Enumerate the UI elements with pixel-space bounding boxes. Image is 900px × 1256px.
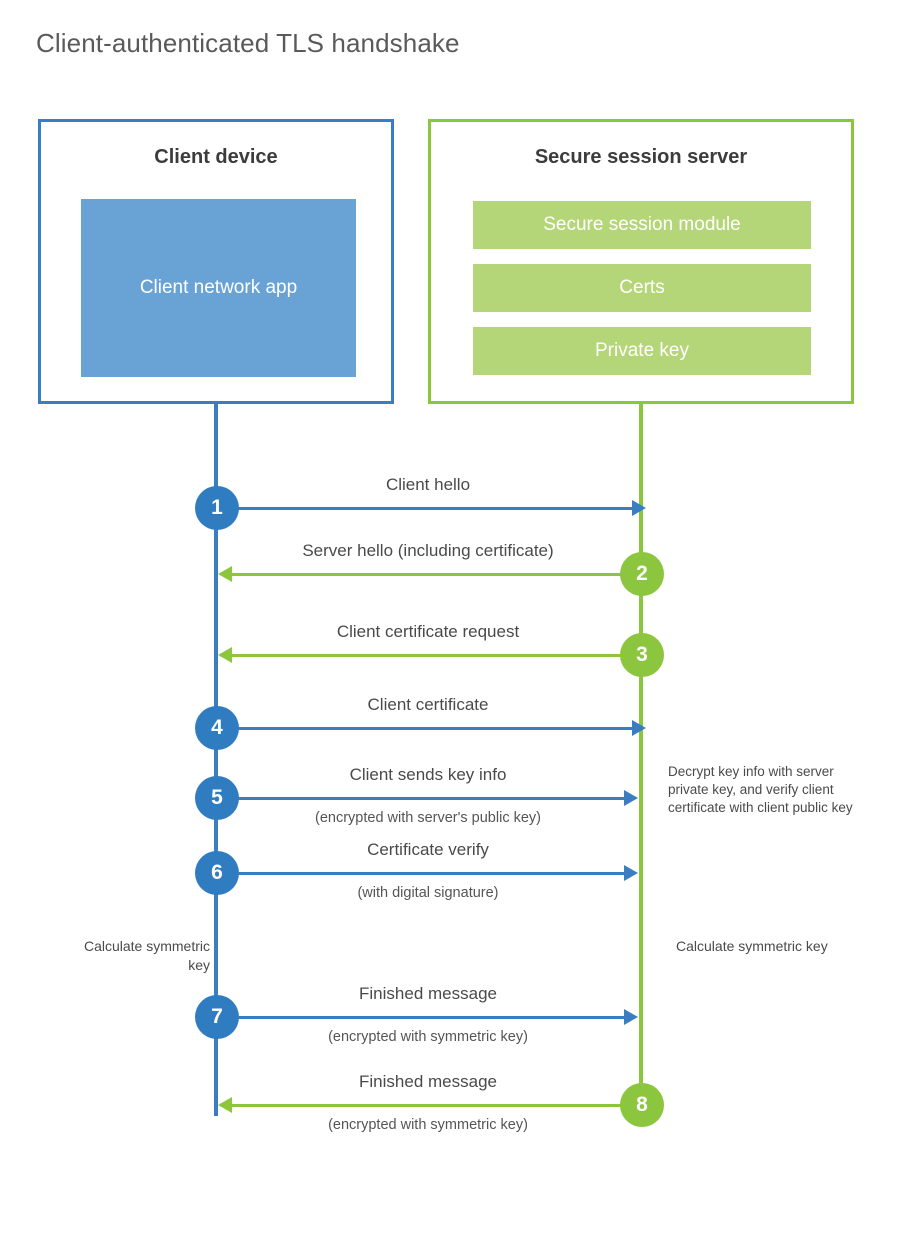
message-label-4: Client certificate xyxy=(367,695,489,714)
message-line-3 xyxy=(222,654,640,657)
message-label-5: Client sends key info xyxy=(349,765,507,784)
message-line-7 xyxy=(217,1016,627,1019)
arrow-head-right-icon xyxy=(632,720,646,736)
arrow-head-left-icon xyxy=(218,566,232,582)
message-line-5 xyxy=(217,797,627,800)
arrow-head-right-icon xyxy=(624,1009,638,1025)
message-label-8: Finished message xyxy=(359,1072,497,1091)
client-calculate-symmetric-key-annotation: Calculate symmetric key xyxy=(83,938,210,973)
step-circle-4[interactable]: 4 xyxy=(195,706,239,750)
client-network-app-block: Client network app xyxy=(81,199,356,377)
step-circle-7[interactable]: 7 xyxy=(195,995,239,1039)
certs-block: Certs xyxy=(473,264,811,312)
secure-session-server-box: Secure session server Secure session mod… xyxy=(428,119,854,404)
message-label-6: Certificate verify xyxy=(367,840,489,859)
arrow-head-right-icon xyxy=(632,500,646,516)
message-label-7: Finished message xyxy=(359,984,497,1003)
step-circle-3[interactable]: 3 xyxy=(620,633,664,677)
secure-session-server-title: Secure session server xyxy=(534,146,748,168)
client-device-title: Client device xyxy=(154,146,278,168)
server-decrypt-annotation: Decrypt key info with server private key… xyxy=(668,764,853,816)
step-circle-2[interactable]: 2 xyxy=(620,552,664,596)
step-circle-8[interactable]: 8 xyxy=(620,1083,664,1127)
message-sublabel-8: (encrypted with symmetric key) xyxy=(328,1117,528,1133)
message-line-6 xyxy=(217,872,627,875)
message-label-1: Client hello xyxy=(385,475,471,494)
message-label-3: Client certificate request xyxy=(336,622,520,641)
arrow-head-right-icon xyxy=(624,790,638,806)
message-sublabel-5: (encrypted with server's public key) xyxy=(315,810,541,826)
page-title: Client-authenticated TLS handshake xyxy=(36,28,460,58)
arrow-head-left-icon xyxy=(218,647,232,663)
step-circle-5[interactable]: 5 xyxy=(195,776,239,820)
private-key-block: Private key xyxy=(473,327,811,375)
step-circle-6[interactable]: 6 xyxy=(195,851,239,895)
message-label-2: Server hello (including certificate) xyxy=(302,541,554,560)
message-sublabel-6: (with digital signature) xyxy=(357,885,499,901)
server-calculate-symmetric-key-annotation: Calculate symmetric key xyxy=(676,938,828,954)
step-circle-1[interactable]: 1 xyxy=(195,486,239,530)
message-sublabel-7: (encrypted with symmetric key) xyxy=(328,1029,528,1045)
message-line-8 xyxy=(222,1104,640,1107)
message-line-2 xyxy=(222,573,640,576)
client-lifeline xyxy=(214,401,218,1116)
arrow-head-left-icon xyxy=(218,1097,232,1113)
message-line-4 xyxy=(217,727,635,730)
client-device-box: Client device Client network app xyxy=(38,119,394,404)
server-lifeline xyxy=(639,401,643,1105)
arrow-head-right-icon xyxy=(624,865,638,881)
secure-session-module-block: Secure session module xyxy=(473,201,811,249)
message-line-1 xyxy=(217,507,635,510)
